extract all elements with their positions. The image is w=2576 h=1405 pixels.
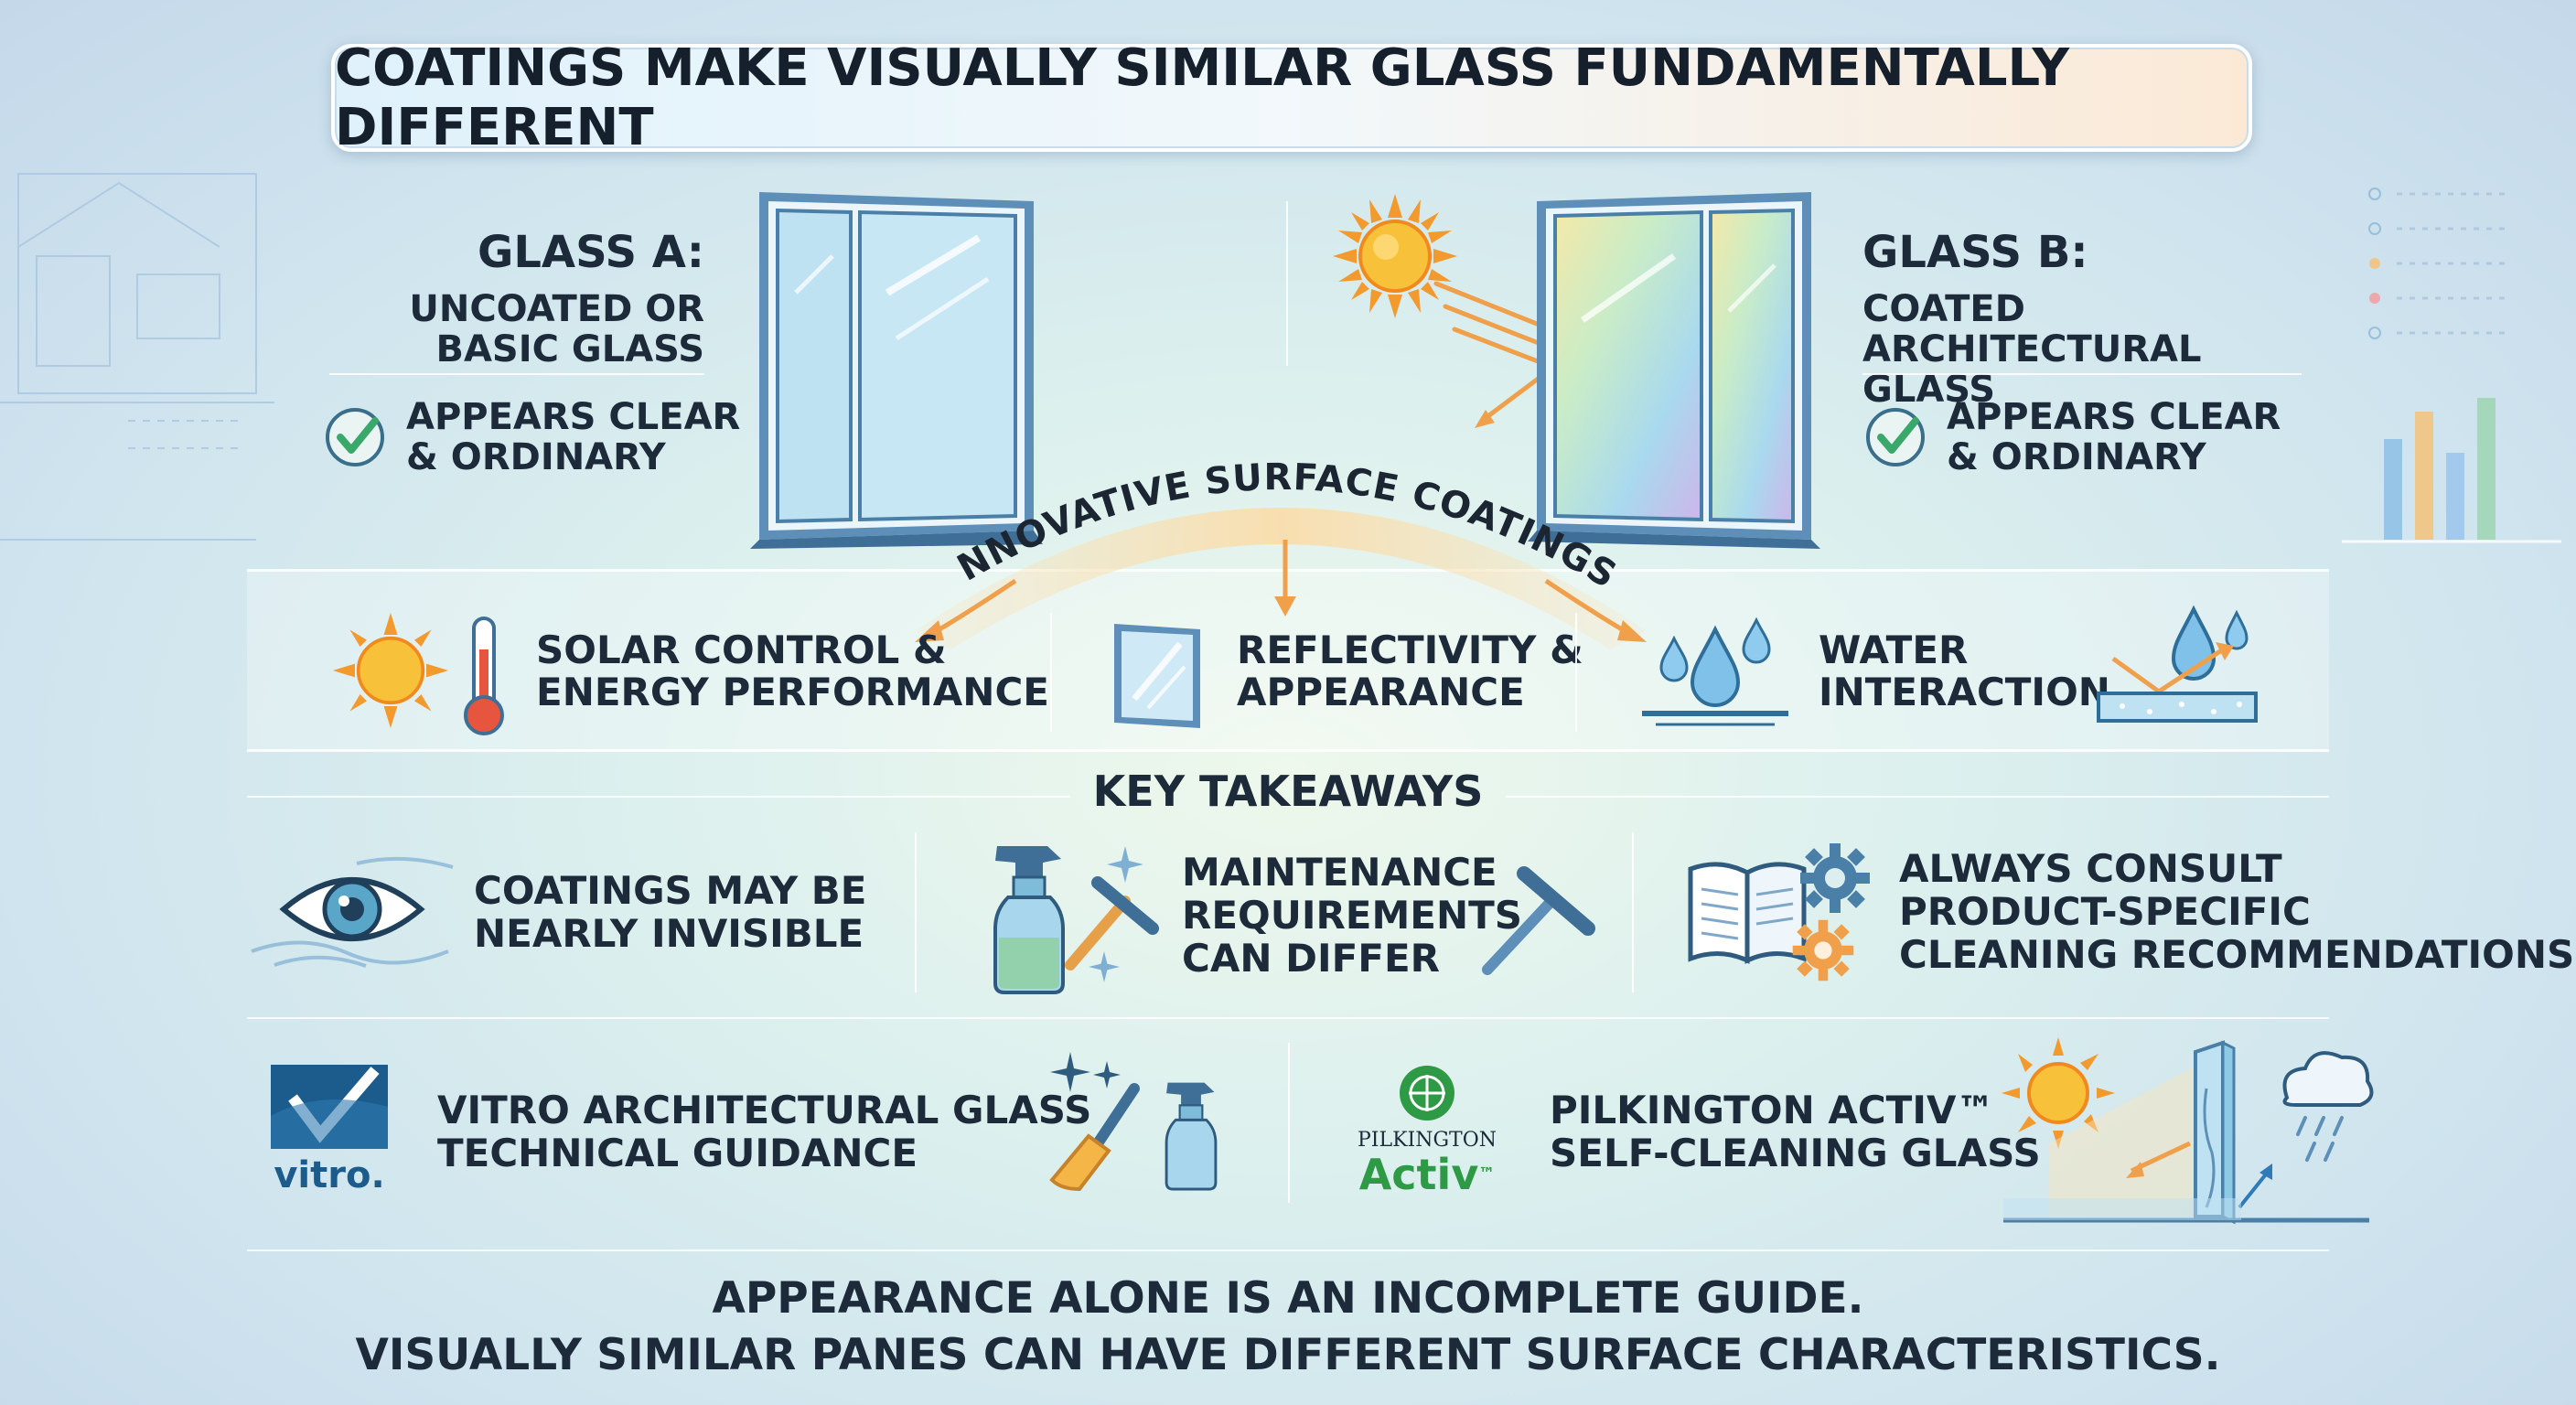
squeegee-icon [1065, 876, 1159, 971]
takeaways-divider-top-right [1506, 796, 2329, 798]
glass-a-subtitle-1: UNCOATED OR [409, 288, 704, 330]
gear-icon [1800, 843, 1870, 913]
takeaway-consult-line-1: ALWAYS CONSULT [1899, 846, 2282, 891]
activ-text: Activ [1358, 1150, 1479, 1199]
takeaway-consult-line-2: PRODUCT-SPECIFIC [1899, 889, 2311, 934]
takeaways-heading: KEY TAKEAWAYS [0, 767, 2576, 816]
takeaway-maintenance-line-3: CAN DIFFER [1182, 936, 1441, 981]
feature-reflectivity-line-2: APPEARANCE [1237, 670, 1525, 714]
glass-b-window-icon [1528, 192, 1820, 549]
glass-a-window-icon [750, 192, 1043, 549]
activ-tm: ™ [1478, 1164, 1496, 1184]
takeaway-consult: ALWAYS CONSULT PRODUCT-SPECIFIC CLEANING… [1899, 847, 2574, 976]
feature-divider-1 [1050, 613, 1052, 732]
vitro-logo-mark [271, 1065, 388, 1149]
glass-divider [1286, 201, 1288, 366]
feature-solar: SOLAR CONTROL & ENERGY PERFORMANCE [536, 629, 1049, 713]
reference-vitro-line-2: TECHNICAL GUIDANCE [437, 1131, 918, 1175]
footer-line-2: VISUALLY SIMILAR PANES CAN HAVE DIFFEREN… [355, 1330, 2221, 1380]
vitro-logo-text: vitro. [274, 1154, 385, 1196]
reference-vitro: VITRO ARCHITECTURAL GLASS TECHNICAL GUID… [437, 1089, 1091, 1174]
references-divider [247, 1017, 2329, 1019]
page-title: COATINGS MAKE VISUALLY SIMILAR GLASS FUN… [335, 38, 2070, 157]
glass-pane-icon [1114, 624, 1200, 728]
title-banner: COATINGS MAKE VISUALLY SIMILAR GLASS FUN… [331, 38, 2252, 157]
gear-icon [1792, 919, 1854, 981]
takeaway-divider-1 [915, 832, 917, 992]
brush-sparkle-icon [1049, 1052, 1140, 1192]
takeaway-invisible: COATINGS MAY BE NEARLY INVISIBLE [474, 869, 866, 955]
squeegee-icon [1482, 866, 1595, 975]
pilkington-logo-top: PILKINGTON [1357, 1129, 1497, 1152]
takeaway-maintenance-line-2: REQUIREMENTS [1182, 893, 1523, 938]
glass-a-subtitle-2: BASIC GLASS [435, 328, 704, 370]
spray-bottle-icon [993, 846, 1065, 994]
takeaways-heading-text: KEY TAKEAWAYS [1092, 767, 1484, 816]
glass-a-check-text: APPEARS CLEAR & ORDINARY [406, 397, 740, 477]
water-surface-icon [2097, 605, 2258, 723]
takeaway-maintenance-line-1: MAINTENANCE [1182, 850, 1497, 895]
check-icon [326, 408, 384, 467]
footer-divider [247, 1249, 2329, 1251]
glass-b-divider [1862, 373, 2302, 375]
glass-b-check-line-2: & ORDINARY [1947, 436, 2206, 478]
glass-a-check-line-1: APPEARS CLEAR [406, 396, 741, 438]
glass-b-label: GLASS B: COATED ARCHITECTURAL GLASS [1862, 227, 2338, 410]
glass-a-title: GLASS A: [477, 227, 704, 278]
sparkle-icon [1089, 951, 1120, 982]
manual-book-icon [1688, 862, 1807, 964]
pilkington-logo: PILKINGTON Activ™ [1354, 1061, 1500, 1207]
takeaway-invisible-line-1: COATINGS MAY BE [474, 868, 867, 913]
glass-a-label: GLASS A: UNCOATED OR BASIC GLASS [402, 227, 704, 370]
takeaway-maintenance: MAINTENANCE REQUIREMENTS CAN DIFFER [1182, 851, 1522, 980]
coatings-arc: INNOVATIVE SURFACE COATINGS [823, 393, 1647, 649]
reference-vitro-line-1: VITRO ARCHITECTURAL GLASS [437, 1088, 1092, 1132]
bar-chart-decoration [2342, 188, 2561, 543]
self-cleaning-scene-icon [2002, 1037, 2374, 1225]
spray-bottle-icon [1165, 1082, 1218, 1191]
sun-icon [332, 612, 449, 729]
eye-icon [251, 856, 454, 968]
references-divider-v [1288, 1043, 1290, 1203]
glass-a-divider [329, 373, 704, 375]
feature-solar-line-1: SOLAR CONTROL & [536, 627, 947, 672]
feature-water-line-2: INTERACTION [1819, 670, 2110, 714]
sun-icon [1333, 194, 1457, 318]
feature-reflectivity: REFLECTIVITY & APPEARANCE [1237, 629, 1583, 713]
pilkington-logo-bottom: Activ™ [1354, 1152, 1500, 1197]
takeaways-divider-top [247, 796, 1070, 798]
glass-b-subtitle-2: ARCHITECTURAL GLASS [1862, 328, 2202, 411]
blueprint-decoration [0, 173, 274, 541]
takeaway-divider-2 [1632, 832, 1634, 992]
reference-pilkington: PILKINGTON ACTIV™ SELF-CLEANING GLASS [1550, 1089, 2041, 1174]
reference-pilkington-line-2: SELF-CLEANING GLASS [1550, 1131, 2041, 1175]
glass-b-check-line-1: APPEARS CLEAR [1947, 396, 2281, 438]
feature-water: WATER INTERACTION [1819, 629, 2110, 713]
sparkle-icon [1107, 846, 1143, 883]
feature-solar-line-2: ENERGY PERFORMANCE [536, 670, 1049, 714]
pilkington-emblem [1400, 1066, 1454, 1121]
takeaway-invisible-line-2: NEARLY INVISIBLE [474, 911, 864, 956]
glass-b-subtitle-1: COATED [1862, 288, 2025, 330]
water-drops-icon [1642, 617, 1788, 726]
thermometer-icon [464, 617, 504, 735]
reference-pilkington-line-1: PILKINGTON ACTIV™ [1550, 1088, 1995, 1132]
feature-divider-2 [1575, 613, 1577, 732]
glass-b-title: GLASS B: [1862, 227, 2088, 278]
glass-b-check-text: APPEARS CLEAR & ORDINARY [1947, 397, 2281, 477]
footer-line-1: APPEARANCE ALONE IS AN INCOMPLETE GUIDE. [712, 1273, 1864, 1324]
check-icon [1866, 408, 1925, 467]
vitro-logo: vitro. [265, 1061, 393, 1198]
feature-reflectivity-line-1: REFLECTIVITY & [1237, 627, 1583, 672]
takeaway-consult-line-3: CLEANING RECOMMENDATIONS [1899, 932, 2575, 977]
feature-water-line-1: WATER [1819, 627, 1969, 672]
glass-a-check-line-2: & ORDINARY [406, 436, 666, 478]
